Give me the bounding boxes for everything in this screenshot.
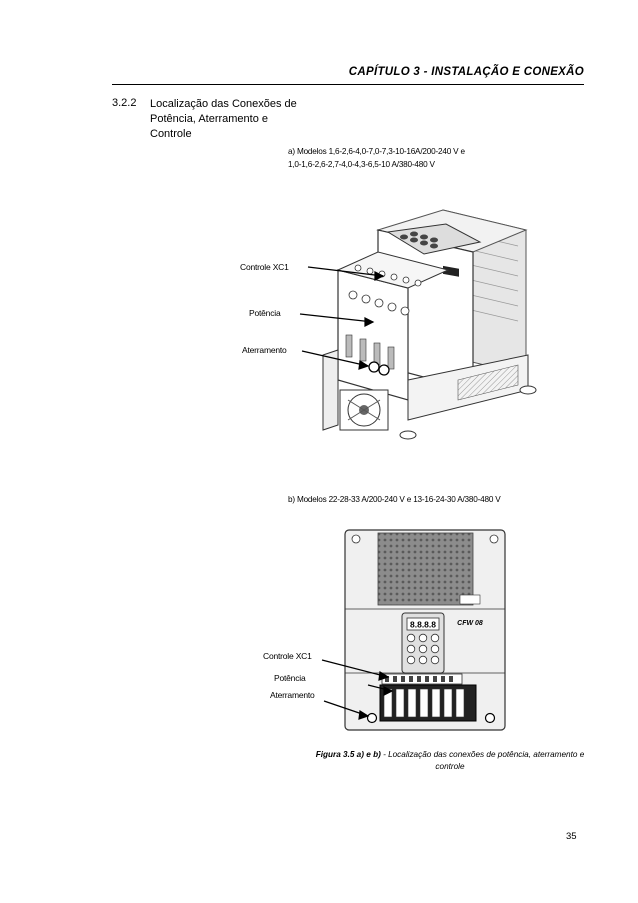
figure-b-label-control: Controle XC1: [263, 651, 312, 661]
figure-a-drawing: [299, 209, 537, 440]
figure-b-label-ground: Aterramento: [270, 690, 315, 700]
figure-a-label-control: Controle XC1: [240, 262, 289, 272]
figure-a-caption-line2: 1,0-1,6-2,6-2,7-4,0-4,3-6,5-10 A/380-480…: [288, 160, 435, 169]
chapter-header: CAPÍTULO 3 - INSTALAÇÃO E CONEXÃO: [348, 66, 584, 78]
figure-a-caption-line1: a) Modelos 1,6-2,6-4,0-7,0-7,3-10-16A/20…: [288, 147, 465, 156]
figure-a-caption: a) Modelos 1,6-2,6-4,0-7,0-7,3-10-16A/20…: [288, 145, 548, 171]
figure-caption-bold: Figura 3.5 a) e b): [315, 750, 381, 759]
figure-b-logo: CFW 08: [457, 620, 483, 627]
section-number: 3.2.2: [112, 97, 137, 109]
figure-a-label-ground: Aterramento: [242, 345, 287, 355]
figure-b-leaders: [321, 659, 394, 720]
header-rule: [112, 84, 584, 85]
figure-b-caption: b) Modelos 22-28-33 A/200-240 V e 13-16-…: [288, 495, 501, 504]
figure-a-label-power: Potência: [249, 308, 281, 318]
figure-caption-text: - Localização das conexões de potência, …: [380, 750, 585, 771]
figure-b-label-power: Potência: [274, 673, 306, 683]
figure-b-drawing: CFW 08 8.8.8.8: [344, 529, 506, 731]
section-title: Localização das Conexões de Potência, At…: [150, 98, 297, 140]
page-number: 35: [566, 831, 577, 842]
figure-caption: Figura 3.5 a) e b) - Localização das con…: [312, 749, 588, 773]
figure-b-display: 8.8.8.8: [410, 620, 436, 630]
